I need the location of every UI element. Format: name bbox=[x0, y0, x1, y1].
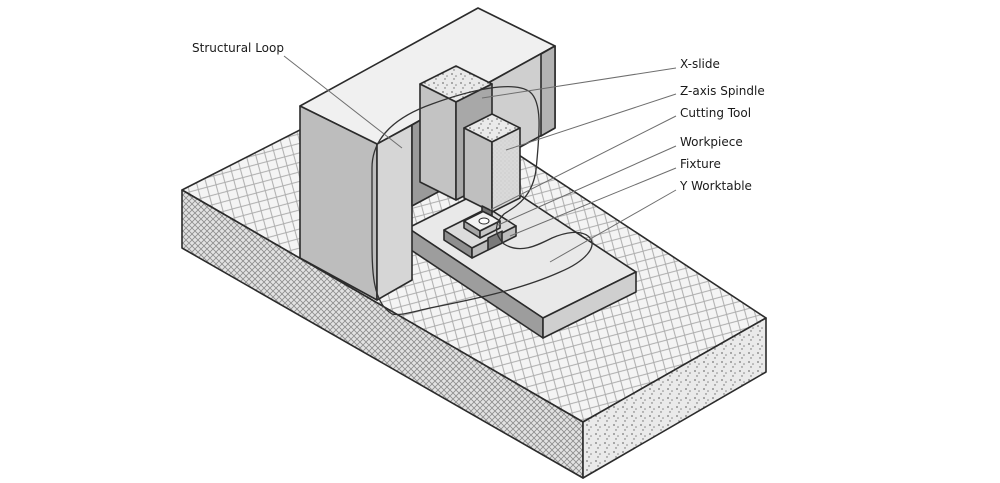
label-cutting-tool: Cutting Tool bbox=[680, 106, 751, 120]
workpiece-bore bbox=[478, 217, 490, 225]
cutting-tool-body bbox=[481, 205, 493, 217]
worktable-right-face bbox=[542, 271, 637, 339]
label-x-slide: X-slide bbox=[680, 57, 720, 71]
label-fixture: Fixture bbox=[680, 157, 721, 171]
z-axis-spindle bbox=[463, 113, 521, 213]
leader-z-axis-spindle bbox=[505, 93, 677, 151]
spindle-right-face bbox=[491, 127, 521, 213]
label-structural-loop: Structural Loop bbox=[192, 41, 284, 55]
label-y-worktable: Y Worktable bbox=[679, 179, 752, 193]
callout-labels: Structural Loop X-slide Z-axis Spindle C… bbox=[192, 41, 765, 193]
cutting-tool bbox=[481, 205, 493, 217]
leader-y-worktable bbox=[549, 189, 677, 263]
leader-lines bbox=[283, 55, 677, 263]
structural-loop-path bbox=[371, 86, 593, 316]
column-side-face bbox=[376, 124, 413, 301]
y-worktable bbox=[407, 181, 637, 339]
workpiece-right-face bbox=[479, 220, 501, 239]
leader-workpiece bbox=[495, 145, 677, 227]
leader-cutting-tool bbox=[489, 115, 677, 211]
label-z-axis-spindle: Z-axis Spindle bbox=[680, 84, 765, 98]
workpiece bbox=[463, 210, 501, 239]
leader-x-slide bbox=[481, 67, 677, 99]
leader-fixture bbox=[509, 167, 677, 237]
column-arm-right-face bbox=[540, 45, 556, 137]
label-workpiece: Workpiece bbox=[680, 135, 743, 149]
base-front-right-face bbox=[582, 317, 767, 479]
spindle-front-face bbox=[463, 127, 493, 213]
leader-structural-loop bbox=[283, 55, 403, 149]
